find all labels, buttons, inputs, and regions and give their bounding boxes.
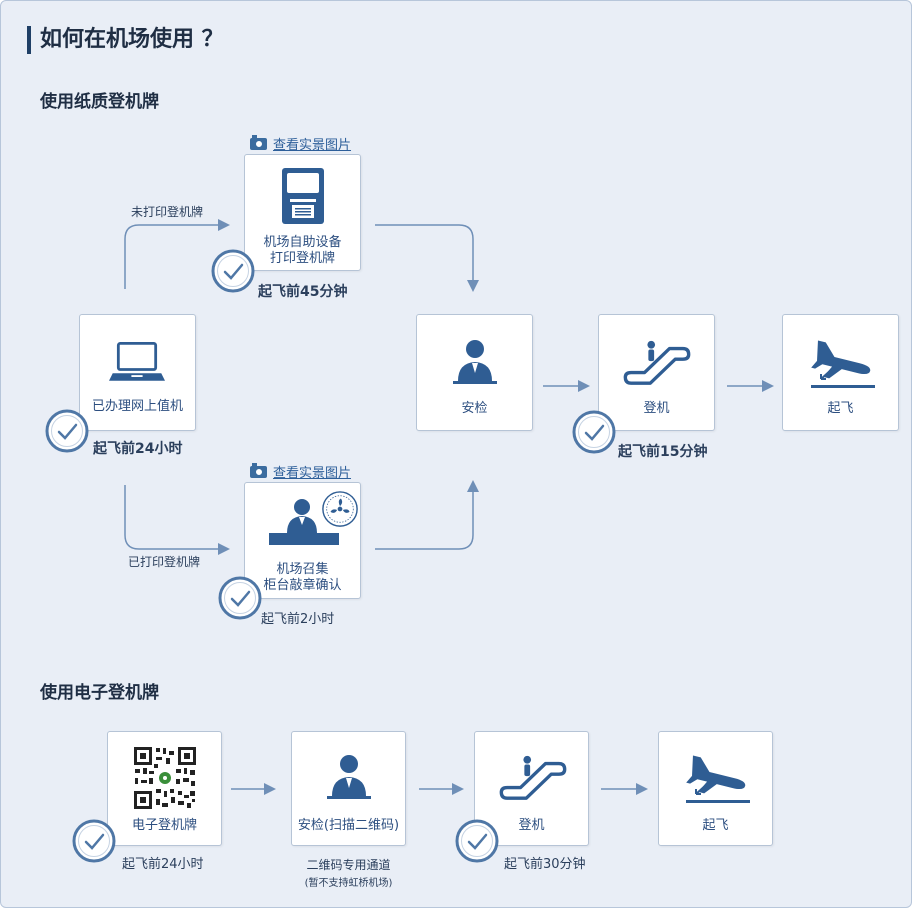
kiosk-label-line2: 打印登机牌: [269, 251, 335, 266]
security-officer-icon: [324, 752, 374, 802]
escalator-icon: [623, 339, 691, 387]
counter-card[interactable]: 机场召集 柜台敲章确认: [244, 482, 361, 599]
escalator-icon: [499, 754, 567, 802]
qr-code-icon: [132, 745, 198, 811]
clock-icon: [72, 819, 116, 863]
hongqiao-note: (暂不支持虹桥机场): [304, 878, 393, 889]
view-photo-link-text: 查看实景图片: [273, 138, 352, 153]
unprinted-branch-label: 未打印登机牌: [131, 205, 204, 219]
camera-icon: [250, 462, 267, 478]
stamp-icon: [321, 490, 359, 528]
paper-section-title: 使用纸质登机牌: [40, 92, 159, 112]
view-photo-link-text: 查看实景图片: [273, 466, 352, 481]
kiosk-time: 起飞前45分钟: [258, 284, 348, 300]
kiosk-label-line1: 机场自助设备: [263, 235, 342, 250]
e-pass-time: 起飞前24小时: [122, 857, 204, 872]
airplane-icon: [682, 754, 752, 804]
printed-branch-label: 已打印登机牌: [128, 555, 201, 569]
clock-icon: [45, 409, 89, 453]
security-card[interactable]: 安检: [416, 314, 533, 431]
kiosk-card[interactable]: 机场自助设备 打印登机牌: [244, 154, 361, 271]
laptop-icon: [109, 339, 165, 387]
online-checkin-card[interactable]: 已办理网上值机: [79, 314, 196, 431]
clock-icon: [572, 410, 616, 454]
online-checkin-time: 起飞前24小时: [93, 441, 183, 457]
clock-icon: [218, 576, 262, 620]
e-takeoff-label: 起飞: [702, 818, 729, 833]
e-security-card[interactable]: 安检(扫描二维码): [291, 731, 406, 846]
view-photo-link-kiosk[interactable]: 查看实景图片: [250, 134, 351, 153]
e-security-label: 安检(扫描二维码): [297, 818, 400, 833]
counter-label-line1: 机场召集: [276, 562, 329, 577]
boarding-label: 登机: [643, 401, 670, 416]
kiosk-icon: [278, 165, 328, 227]
qr-channel-note: 二维码专用通道: [306, 858, 391, 872]
page-title: 如何在机场使用 ？: [27, 26, 224, 54]
security-label: 安检: [461, 401, 488, 416]
clock-icon: [211, 249, 255, 293]
camera-icon: [250, 134, 267, 150]
counter-time: 起飞前2小时: [261, 612, 335, 627]
e-pass-card[interactable]: 电子登机牌: [107, 731, 222, 846]
airplane-icon: [807, 339, 877, 389]
electronic-section-title: 使用电子登机牌: [40, 683, 159, 703]
view-photo-link-counter[interactable]: 查看实景图片: [250, 462, 351, 481]
counter-label-line2: 柜台敲章确认: [263, 578, 342, 593]
e-takeoff-card[interactable]: 起飞: [658, 731, 773, 846]
online-checkin-label: 已办理网上值机: [91, 399, 183, 414]
security-officer-icon: [450, 337, 500, 387]
e-pass-label: 电子登机牌: [131, 818, 197, 833]
e-boarding-time: 起飞前30分钟: [504, 857, 586, 872]
takeoff-card[interactable]: 起飞: [782, 314, 899, 431]
takeoff-label: 起飞: [827, 401, 854, 416]
clock-icon: [455, 819, 499, 863]
boarding-card[interactable]: 登机: [598, 314, 715, 431]
boarding-time: 起飞前15分钟: [618, 444, 708, 460]
e-boarding-label: 登机: [518, 818, 545, 833]
